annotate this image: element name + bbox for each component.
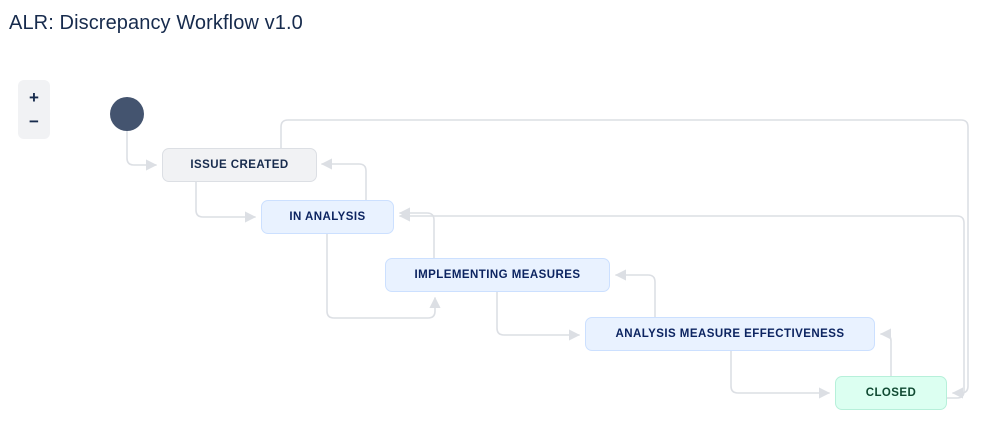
node-label-in-analysis: IN ANALYSIS [289, 211, 366, 223]
node-label-implementing-measures: IMPLEMENTING MEASURES [414, 269, 581, 281]
zoom-controls[interactable]: + − [18, 80, 50, 139]
edge-issue-created-to-closed [280, 119, 969, 399]
node-label-analysis-measure-effectiveness: ANALYSIS MEASURE EFFECTIVENESS [615, 328, 845, 340]
edge-implementing-measures-to-analysis-measure-effectiveness [496, 291, 581, 341]
node-implementing-measures[interactable]: IMPLEMENTING MEASURES [385, 258, 610, 292]
node-in-analysis[interactable]: IN ANALYSIS [261, 200, 394, 234]
edge-closed-to-analysis-measure-effectiveness [879, 328, 892, 377]
edge-analysis-measure-effectiveness-to-implementing-measures [614, 269, 656, 318]
node-closed[interactable]: CLOSED [835, 376, 947, 410]
edge-start-to-issue-created [126, 130, 158, 171]
start-node[interactable] [110, 97, 144, 131]
zoom-in-button[interactable]: + [29, 87, 39, 107]
edge-in-analysis-to-issue-created [320, 158, 367, 201]
edge-closed-to-in-analysis [398, 210, 965, 399]
node-issue-created[interactable]: ISSUE CREATED [162, 148, 317, 182]
node-label-closed: CLOSED [865, 387, 917, 399]
edge-analysis-measure-effectiveness-to-closed [730, 350, 831, 399]
edge-implementing-measures-to-in-analysis [398, 207, 435, 259]
node-analysis-measure-effectiveness[interactable]: ANALYSIS MEASURE EFFECTIVENESS [585, 317, 875, 351]
node-label-issue-created: ISSUE CREATED [190, 159, 289, 171]
edge-issue-created-to-in-analysis [195, 181, 257, 223]
zoom-out-button[interactable]: − [29, 111, 39, 131]
page-title: ALR: Discrepancy Workflow v1.0 [9, 12, 303, 34]
